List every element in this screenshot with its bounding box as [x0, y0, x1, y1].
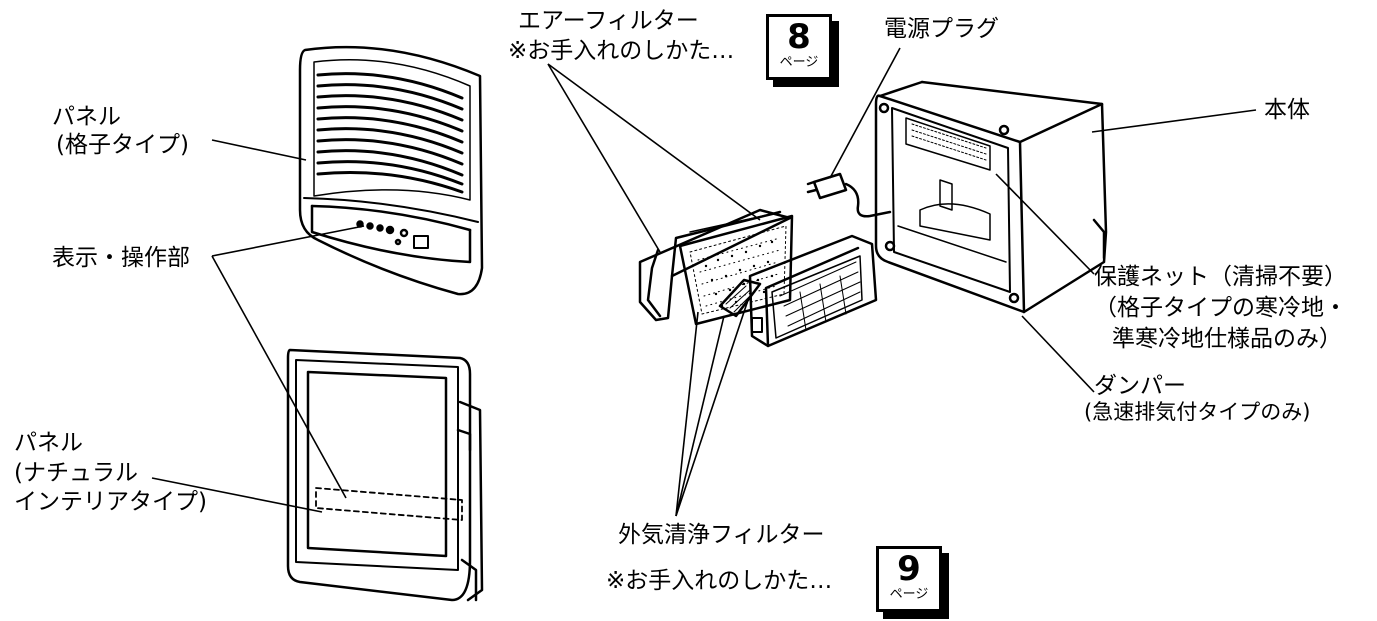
leader-display-top — [211, 225, 365, 257]
air-filter-frame-illustration — [638, 208, 792, 322]
leader-outdoor-3 — [675, 299, 749, 517]
leader-lines — [151, 47, 1257, 517]
label-panel-natural-type-2: インテリアタイプ) — [14, 489, 207, 515]
leader-display-bottom — [211, 255, 347, 499]
label-panel-lattice: パネル — [52, 104, 121, 130]
label-air-filter: エアーフィルター — [518, 8, 699, 34]
label-damper-note: (急速排気付タイプのみ) — [1084, 400, 1311, 424]
page-reference-box-2[interactable]: 9 ページ — [876, 546, 942, 612]
label-damper: ダンパー — [1094, 373, 1186, 399]
label-main-body: 本体 — [1264, 97, 1310, 123]
outdoor-filter-mesh-illustration — [718, 278, 762, 318]
label-panel-natural: パネル — [14, 430, 83, 456]
label-outdoor-filter: 外気清浄フィルター — [618, 522, 825, 548]
page-number-2: 9 — [897, 549, 921, 589]
panel-lattice-illustration — [298, 45, 484, 296]
label-protect-net-note-1: （格子タイプの寒冷地・ — [1094, 295, 1347, 321]
page-unit-2: ページ — [889, 587, 929, 602]
label-outdoor-filter-care: ※お手入れのしかた… — [606, 568, 833, 594]
leader-panel-lattice — [211, 139, 307, 161]
leader-outdoor-1 — [675, 311, 699, 517]
leader-panel-natural — [151, 477, 323, 513]
leader-protect-net — [995, 173, 1095, 275]
label-panel-lattice-type: (格子タイプ) — [56, 132, 189, 158]
label-protect-net: 保護ネット（清掃不要） — [1094, 264, 1347, 290]
label-panel-natural-type: (ナチュラル — [14, 460, 138, 486]
label-protect-net-note-2: 準寒冷地仕様品のみ） — [1112, 326, 1342, 352]
main-body-illustration — [874, 80, 1108, 314]
page-unit: ページ — [779, 55, 819, 70]
leader-outdoor-2 — [675, 315, 725, 517]
label-power-plug: 電源プラグ — [884, 16, 999, 42]
page-reference-box[interactable]: 8 ページ — [766, 14, 832, 80]
label-display-panel: 表示・操作部 — [52, 245, 190, 271]
power-plug-illustration — [806, 172, 892, 218]
filter-frame-illustration — [748, 234, 878, 348]
leader-main-body — [1091, 109, 1257, 133]
leader-air-filter-sheet — [547, 63, 761, 221]
leader-power-plug — [829, 47, 901, 179]
page-number: 8 — [787, 17, 811, 57]
leader-damper — [1021, 315, 1095, 393]
panel-natural-illustration — [286, 348, 484, 602]
leader-air-filter-frame — [547, 63, 661, 253]
filter-speckle-texture — [704, 240, 774, 308]
label-air-filter-care: ※お手入れのしかた… — [508, 38, 735, 64]
